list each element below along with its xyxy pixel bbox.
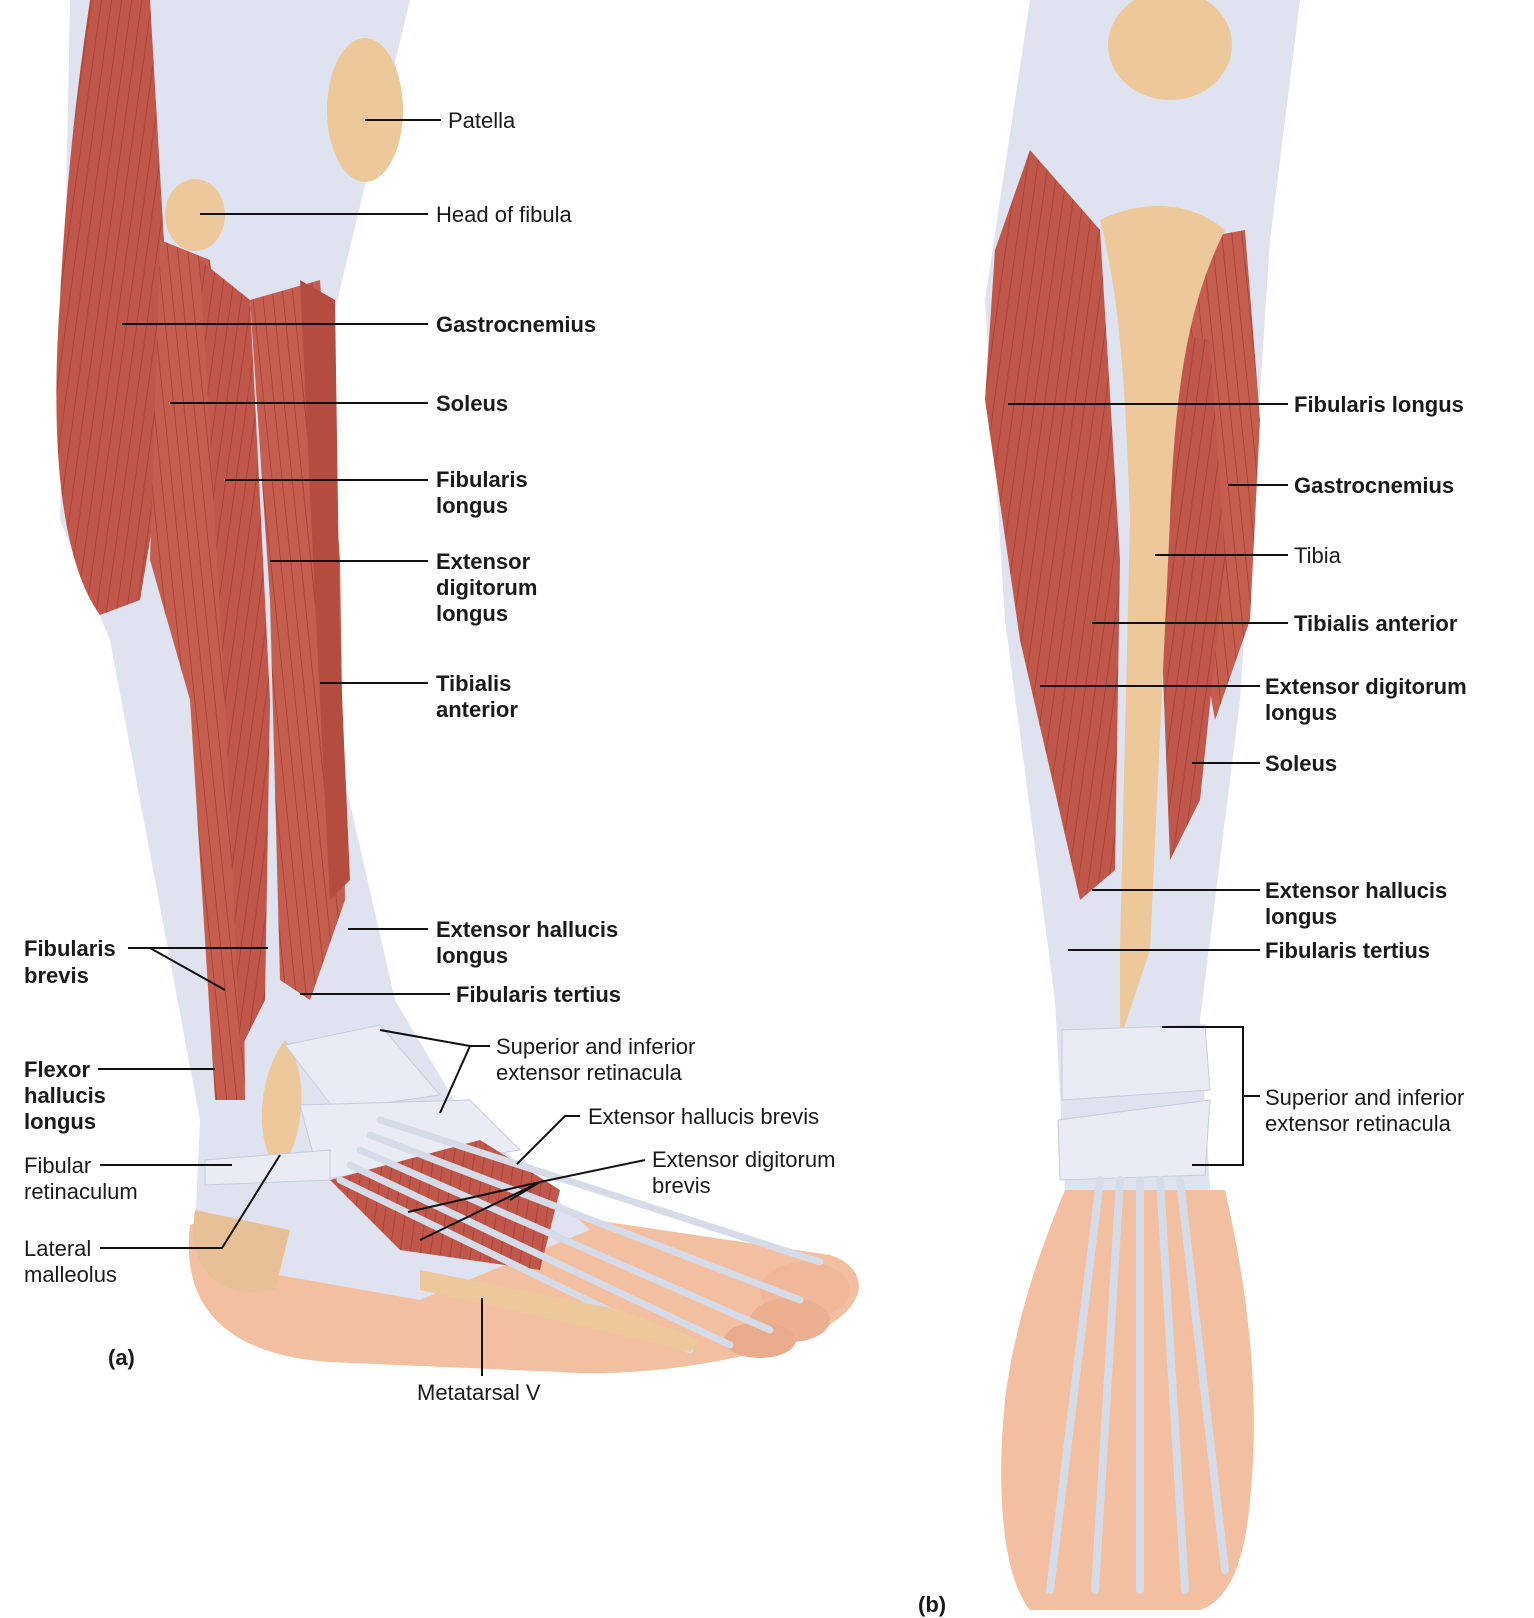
foot-tendons-b <box>1046 1176 1229 1594</box>
patella-bone <box>327 38 403 182</box>
heel-bone <box>193 1210 290 1293</box>
leader-extensor-digitorum-brevis-2 <box>419 1181 541 1241</box>
toe-a-3 <box>724 1322 796 1358</box>
label-fibularis-longus-a: Fibularis longus <box>436 467 534 518</box>
leader-extensor-digitorum-brevis-3 <box>509 1181 541 1201</box>
label-extensor-hallucis-longus-a: Extensor hallucis longus <box>436 917 624 968</box>
retinaculum-band-b-1 <box>1061 1024 1211 1101</box>
label-extensor-digitorum-longus-b: Extensor digitorum longus <box>1265 674 1473 725</box>
foot-tendons-a <box>336 1116 824 1354</box>
retinaculum-band-b-2 <box>1057 1099 1211 1181</box>
leader-fibularis-brevis-2 <box>149 947 226 991</box>
label-gastrocnemius-a: Gastrocnemius <box>436 312 596 337</box>
label-fibularis-longus-b: Fibularis longus <box>1294 392 1464 417</box>
foot-skin-b <box>1001 1190 1254 1610</box>
label-gastrocnemius-b: Gastrocnemius <box>1294 473 1454 498</box>
label-fibularis-brevis: Fibularis brevis <box>24 936 122 988</box>
label-fibular-retinaculum: Fibular retinaculum <box>24 1153 138 1204</box>
leader-lateral-malleolus <box>100 1154 281 1249</box>
fibula-head-bone <box>165 179 225 251</box>
tibialis-anterior-a <box>300 280 350 900</box>
label-tibialis-anterior-b: Tibialis anterior <box>1294 611 1458 636</box>
fibularis-longus-b <box>985 150 1120 900</box>
label-fibularis-tertius-b: Fibularis tertius <box>1265 938 1430 963</box>
labels: Patella Head of fibula Gastrocnemius Sol… <box>24 108 1473 1617</box>
label-retinacula-a: Superior and inferior extensor retinacul… <box>496 1034 701 1085</box>
panel-b-illustration <box>985 0 1300 1610</box>
metatarsal-bones-a <box>420 1270 700 1352</box>
label-soleus-a: Soleus <box>436 391 508 416</box>
label-fibularis-tertius-a: Fibularis tertius <box>456 982 621 1007</box>
label-metatarsal-v: Metatarsal V <box>417 1380 541 1405</box>
label-extensor-hallucis-longus-b: Extensor hallucis longus <box>1265 878 1453 929</box>
label-lateral-malleolus: Lateral malleolus <box>24 1236 117 1287</box>
label-head-of-fibula: Head of fibula <box>436 202 573 227</box>
leader-lines <box>98 119 1288 1376</box>
leader-retinacula-a-2 <box>439 1045 471 1114</box>
gastrocnemius-a <box>56 0 170 615</box>
label-retinacula-b: Superior and inferior extensor retinacul… <box>1265 1085 1470 1136</box>
label-extensor-digitorum-brevis: Extensor digitorum brevis <box>652 1147 842 1198</box>
patella-bone-b <box>1108 0 1232 100</box>
lateral-malleolus-bone <box>261 1040 302 1170</box>
label-extensor-digitorum-longus-a: Extensor digitorum longus <box>436 549 544 626</box>
label-tibialis-anterior-a: Tibialis anterior <box>436 671 518 722</box>
retinaculum-band-a-1 <box>284 1024 441 1111</box>
caption-a: (a) <box>108 1345 135 1370</box>
label-tibia: Tibia <box>1294 543 1342 568</box>
label-extensor-hallucis-brevis: Extensor hallucis brevis <box>588 1104 819 1129</box>
leader-extensor-hallucis-brevis <box>516 1115 580 1165</box>
label-flexor-hallucis-longus: Flexor hallucis longus <box>24 1057 112 1134</box>
fibularis-longus-a <box>200 260 270 1050</box>
label-patella: Patella <box>448 108 516 133</box>
label-soleus-b: Soleus <box>1265 751 1337 776</box>
caption-b: (b) <box>918 1592 946 1617</box>
